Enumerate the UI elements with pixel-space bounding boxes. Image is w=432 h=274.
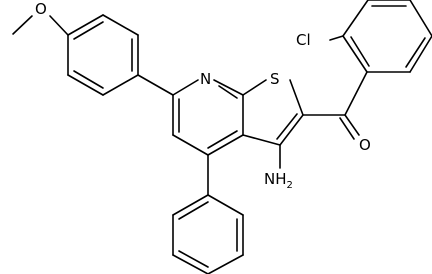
amino-subscript-label: 2: [287, 180, 293, 191]
pyridine-nitrogen-label: N: [200, 70, 211, 88]
thiophene-sulfur-label: S: [270, 70, 280, 88]
methoxy-oxygen-label: O: [35, 0, 47, 18]
bonds: [12, 0, 432, 274]
carbonyl-oxygen-label: O: [359, 136, 371, 154]
chlorine-label: Cl: [296, 31, 311, 49]
atom-labels: O N S Cl O NH2: [35, 0, 371, 191]
amino-main-label: NH: [264, 170, 287, 188]
amino-label: NH2: [264, 170, 293, 191]
